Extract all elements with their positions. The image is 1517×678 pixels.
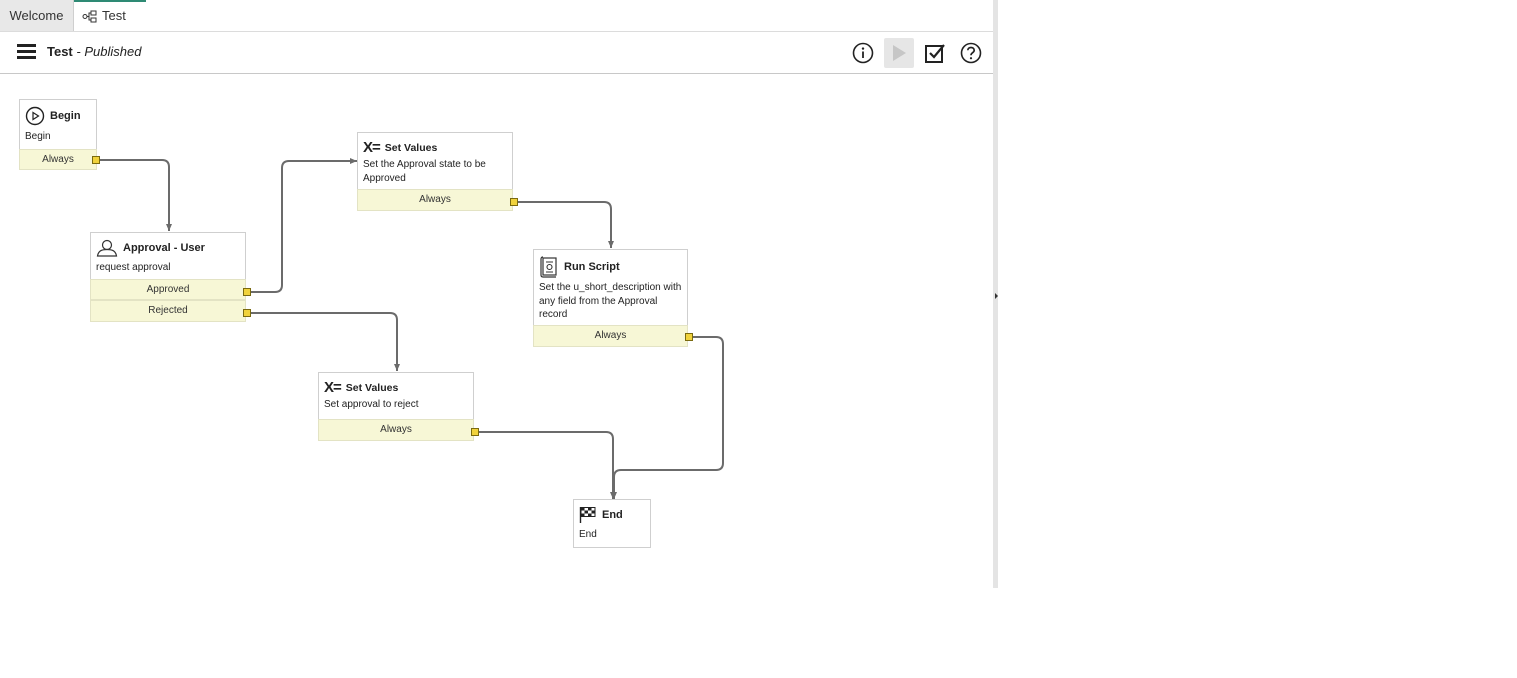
activity-end[interactable]: End End [573, 499, 651, 548]
tab-bar: Welcome Test [0, 0, 993, 32]
status-label: Published [84, 44, 142, 59]
workflow-name: Test [47, 44, 73, 59]
run-button[interactable] [884, 38, 914, 68]
condition-always: Always [19, 149, 97, 170]
workflow-links [96, 158, 724, 499]
activity-description: Begin [25, 131, 51, 142]
activity-title: Set Values [345, 381, 399, 394]
activity-set-values-header: X= Set Values [358, 133, 512, 156]
activity-title: Run Script [564, 261, 620, 273]
script-scroll-icon [540, 256, 557, 278]
condition-port[interactable] [92, 156, 100, 164]
condition-always: Always [357, 189, 513, 211]
condition-always: Always [318, 419, 474, 441]
activity-description: Set the u_short_description with any fie… [539, 282, 682, 320]
help-button[interactable] [956, 38, 986, 68]
activity-set-values-header: X= Set Values [319, 373, 473, 396]
activity-title: Begin [50, 110, 81, 122]
workflow-canvas[interactable]: Begin Begin Always Approval - User reque… [0, 75, 993, 588]
link-begin-approval [96, 159, 172, 231]
play-icon [893, 45, 906, 61]
play-circle-icon [25, 106, 45, 126]
tab-welcome[interactable]: Welcome [0, 0, 74, 31]
activity-set-values-approve[interactable]: X= Set Values Set the Approval state to … [357, 132, 513, 190]
tab-test-label: Test [102, 8, 126, 23]
activity-begin-header: Begin [20, 100, 96, 126]
link-setvalues-runscript [514, 201, 614, 248]
activity-title: End [602, 509, 623, 521]
link-reject-end [475, 431, 616, 499]
help-icon [960, 42, 982, 64]
checkered-flag-icon [579, 507, 596, 523]
activity-set-values-reject[interactable]: X= Set Values Set approval to reject [318, 372, 474, 420]
activity-title: Approval - User [123, 242, 205, 254]
activity-title: Set Values [384, 141, 438, 154]
workflow-header: Test - Published [0, 31, 993, 74]
activity-run-script-header: Run Script [534, 250, 687, 278]
activity-approval-user[interactable]: Approval - User request approval [90, 232, 246, 280]
condition-always: Always [533, 325, 688, 347]
condition-port[interactable] [243, 288, 251, 296]
workflow-status: - Published [72, 44, 142, 59]
user-icon [96, 239, 118, 257]
condition-port[interactable] [685, 333, 693, 341]
activity-description: request approval [96, 262, 171, 273]
info-button[interactable] [848, 38, 878, 68]
activity-description: Set approval to reject [324, 399, 419, 410]
set-values-icon: X= [363, 139, 381, 156]
hamburger-menu-icon[interactable] [17, 44, 36, 60]
link-approved-setvalues [247, 158, 357, 293]
activity-begin[interactable]: Begin Begin [19, 99, 97, 150]
activity-description: End [579, 529, 597, 540]
activity-description: Set the Approval state to be Approved [363, 159, 486, 184]
condition-approved: Approved [90, 279, 246, 300]
validate-button[interactable] [920, 38, 950, 68]
condition-port[interactable] [243, 309, 251, 317]
link-runscript-end [611, 336, 724, 499]
condition-rejected: Rejected [90, 300, 246, 322]
condition-port[interactable] [471, 428, 479, 436]
set-values-icon: X= [324, 379, 342, 396]
page-title: Test - Published [47, 44, 141, 59]
status-separator: - [72, 44, 85, 59]
activity-run-script[interactable]: Run Script Set the u_short_description w… [533, 249, 688, 326]
checkbox-icon [925, 44, 945, 63]
condition-port[interactable] [510, 198, 518, 206]
workflow-icon [82, 10, 97, 23]
tab-test[interactable]: Test [74, 0, 146, 31]
activity-end-header: End [574, 500, 650, 524]
info-icon [852, 42, 874, 64]
link-rejected-setvalues [247, 312, 400, 371]
activity-approval-header: Approval - User [91, 233, 245, 257]
splitter-arrow-icon[interactable] [995, 293, 998, 299]
